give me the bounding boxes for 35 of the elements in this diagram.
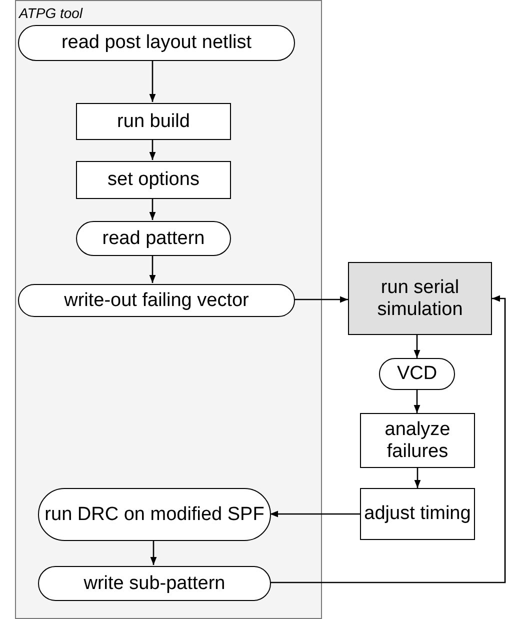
process-box	[76, 161, 231, 199]
terminal-pill	[38, 566, 271, 601]
terminal-pill	[38, 488, 271, 541]
arrow	[149, 255, 156, 283]
arrow	[414, 335, 420, 358]
arrow	[414, 390, 420, 413]
node-label: run DRC on modified SPF	[44, 504, 264, 526]
terminal-pill	[18, 284, 295, 317]
node-label: write sub-pattern	[84, 572, 226, 594]
arrow	[149, 60, 156, 102]
terminal-pill	[18, 25, 295, 61]
node-label: run build	[117, 110, 190, 132]
arrow	[294, 296, 348, 303]
node-label: read post layout netlist	[61, 32, 252, 54]
process-box	[348, 262, 492, 335]
process-box	[360, 488, 475, 540]
node-label: run serial simulation	[376, 276, 464, 320]
node-label: set options	[108, 169, 200, 191]
terminal-pill	[76, 221, 231, 256]
process-box	[76, 103, 231, 140]
arrow	[270, 510, 360, 518]
node-label: adjust timing	[364, 503, 471, 525]
node-label: write-out failing vector	[64, 290, 249, 312]
arrow	[149, 198, 156, 220]
tool-panel	[15, 0, 322, 619]
arrow	[150, 540, 157, 565]
process-box	[360, 413, 475, 468]
node-label: read pattern	[102, 228, 205, 250]
node-label: analyze failures	[384, 418, 452, 462]
node-label: VCD	[396, 363, 438, 385]
arrow	[149, 139, 156, 160]
terminal-pill	[379, 358, 455, 390]
panel-title: ATPG tool	[19, 4, 83, 23]
arrow	[414, 468, 421, 488]
arrow	[270, 295, 506, 584]
